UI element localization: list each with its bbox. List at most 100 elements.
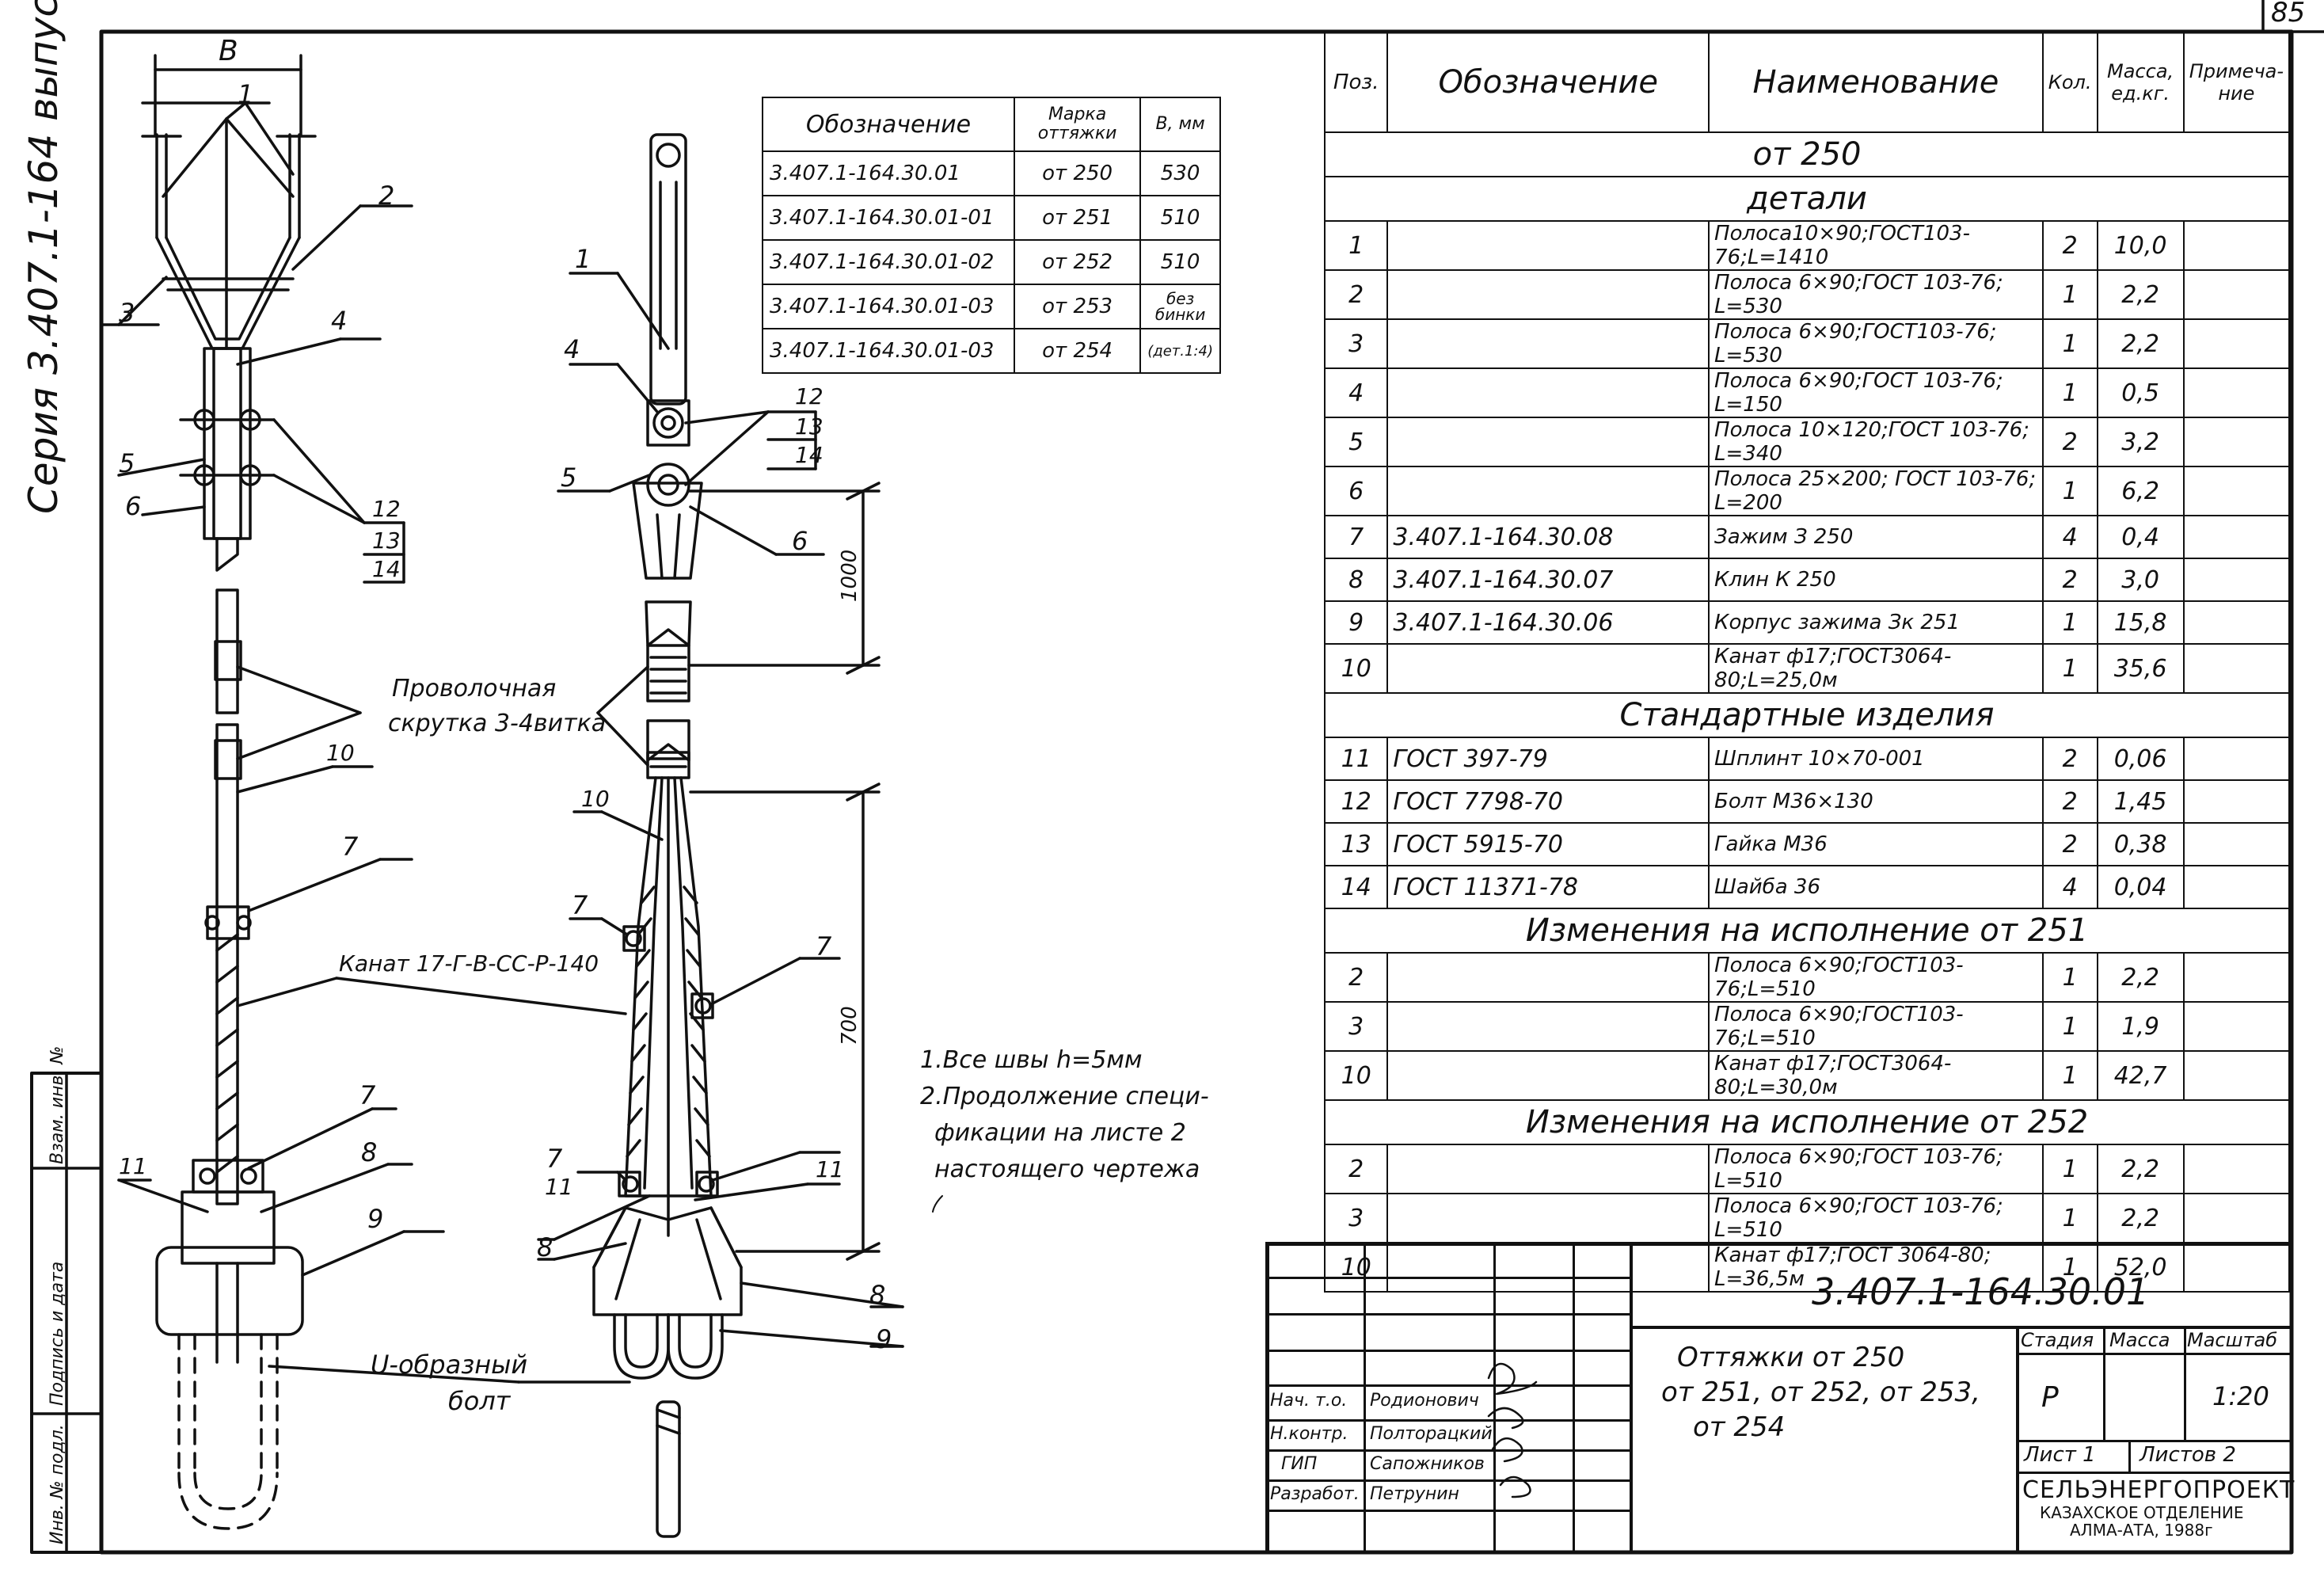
spec-note <box>2182 822 2291 866</box>
callout-2-left: 2 <box>378 181 395 211</box>
callout-4-left: 4 <box>331 306 348 336</box>
sheet-number: Лист 1 <box>2024 1443 2096 1467</box>
spec-designation <box>1386 1050 1710 1101</box>
callout-11-right-a: 11 <box>545 1174 573 1200</box>
drawing-title-line1: Оттяжки от 250 <box>1677 1342 1905 1373</box>
spec-designation: ГОСТ 11371-78 <box>1386 865 1710 909</box>
spec-name: Полоса 6×90;ГОСТ103-76;L=510 <box>1708 1001 2044 1052</box>
callout-4-right: 4 <box>564 334 580 364</box>
variant-designation: 3.407.1-164.30.01-02 <box>762 239 1015 285</box>
drawing-title-line2: от 251, от 252, от 253, <box>1661 1376 1980 1408</box>
callout-9-right: 9 <box>876 1324 892 1354</box>
page-number: 85 <box>2271 0 2306 29</box>
spec-section-row: Изменения на исполнение от 252 <box>1324 1099 2290 1145</box>
spec-name: Клин К 250 <box>1708 558 2044 602</box>
spec-name: Полоса 6×90;ГОСТ 103-76; L=530 <box>1708 269 2044 320</box>
spec-name: Шайба 36 <box>1708 865 2044 909</box>
spec-name: Гайка М36 <box>1708 822 2044 866</box>
spec-mass: 35,6 <box>2096 643 2185 694</box>
spec-mass: 2,2 <box>2096 318 2185 369</box>
callout-7-right-a: 7 <box>572 890 588 920</box>
spec-section-title: Изменения на исполнение от 252 <box>1324 1099 2290 1145</box>
spec-qty: 1 <box>2041 269 2098 320</box>
spec-note <box>2182 515 2291 559</box>
spec-designation <box>1386 1144 1710 1194</box>
side-stamp-replaced-inv: Взам. инв. № <box>48 1045 67 1164</box>
notes: 1.Все швы h=5мм 2.Продолжение специ- фик… <box>920 1042 1209 1188</box>
spec-note <box>2182 558 2291 602</box>
spec-designation <box>1386 466 1710 516</box>
variants-header-designation: Обозначение <box>762 97 1015 152</box>
spec-pos: 3 <box>1323 1193 1389 1243</box>
spec-pos: 9 <box>1323 600 1389 645</box>
wire-twist-label-line1: Проволочная <box>392 675 557 703</box>
variant-designation: 3.407.1-164.30.01-03 <box>762 328 1015 374</box>
spec-pos: 13 <box>1323 822 1389 866</box>
spec-designation: ГОСТ 7798-70 <box>1386 779 1710 824</box>
callout-6-left: 6 <box>125 491 142 521</box>
staff-name: Родионович <box>1370 1391 1479 1411</box>
spec-pos: 11 <box>1323 737 1389 781</box>
callout-9-left: 9 <box>367 1204 384 1234</box>
spec-qty: 2 <box>2041 737 2098 781</box>
sheet-count: Листов 2 <box>2140 1443 2236 1467</box>
spec-note <box>2182 417 2291 467</box>
spec-pos: 10 <box>1323 1050 1389 1101</box>
spec-mass: 0,06 <box>2096 737 2185 781</box>
rope-label: Канат 17-Г-В-СС-Р-140 <box>339 950 599 977</box>
spec-pos: 2 <box>1323 952 1389 1003</box>
note-line: 1.Все швы h=5мм <box>920 1046 1143 1074</box>
spec-designation <box>1386 318 1710 369</box>
spec-name: Полоса 25×200; ГОСТ 103-76; L=200 <box>1708 466 2044 516</box>
spec-name: Корпус зажима Зк 251 <box>1708 600 2044 645</box>
spec-designation <box>1386 367 1710 418</box>
spec-pos: 3 <box>1323 318 1389 369</box>
callout-3-left: 3 <box>119 298 135 328</box>
variant-grade: от 252 <box>1013 239 1142 285</box>
spec-name: Канат ф17;ГОСТ3064-80;L=30,0м <box>1708 1050 2044 1101</box>
spec-mass: 42,7 <box>2096 1050 2185 1101</box>
spec-designation: ГОСТ 5915-70 <box>1386 822 1710 866</box>
spec-note <box>2182 1050 2291 1101</box>
table-row: 3.407.1-164.30.01-03 от 253 без бинки <box>762 284 1221 329</box>
spec-designation: ГОСТ 397-79 <box>1386 737 1710 781</box>
spec-qty: 1 <box>2041 643 2098 694</box>
spec-qty: 1 <box>2041 367 2098 418</box>
spec-mass: 52,0 <box>2096 1242 2185 1293</box>
spec-name: Полоса10×90;ГОСТ103-76;L=1410 <box>1708 220 2044 271</box>
spec-note <box>2182 269 2291 320</box>
specification-table: Поз. Обозначение Наименование Кол. Масса… <box>1323 32 2291 1293</box>
dimension-b-label: В <box>219 35 238 67</box>
spec-name: Полоса 6×90;ГОСТ 103-76; L=150 <box>1708 367 2044 418</box>
callout-14-right: 14 <box>795 442 823 468</box>
variant-grade: от 254 <box>1013 328 1142 374</box>
spec-pos: 14 <box>1323 865 1389 909</box>
callout-13-left: 13 <box>372 527 401 554</box>
dimension-700: 700 <box>838 1006 862 1045</box>
spec-qty: 1 <box>2041 1242 2098 1293</box>
callout-7-right-c: 7 <box>546 1144 563 1174</box>
title-block: 3.407.1-164.30.01 Оттяжки от 250 от 251,… <box>1265 1242 2294 1552</box>
spec-pos: 10 <box>1323 643 1389 694</box>
table-row: 3.407.1-164.30.01 от 250 530 <box>762 150 1221 196</box>
spec-pos: 8 <box>1323 558 1389 602</box>
staff-name: Сапожников <box>1370 1454 1485 1474</box>
spec-name: Полоса 6×90;ГОСТ 103-76; L=510 <box>1708 1144 2044 1194</box>
left-view <box>101 54 631 1530</box>
spec-name: Зажим З 250 <box>1708 515 2044 559</box>
spec-section-row: Изменения на исполнение от 251 <box>1324 908 2290 954</box>
callout-7-left-a: 7 <box>342 832 359 862</box>
staff-role: Н.контр. <box>1270 1424 1348 1444</box>
spec-pos: 7 <box>1323 515 1389 559</box>
spec-designation: 3.407.1-164.30.08 <box>1386 515 1710 559</box>
spec-section-row: Стандартные изделия <box>1324 692 2290 738</box>
spec-name: Полоса 6×90;ГОСТ103-76; L=530 <box>1708 318 2044 369</box>
